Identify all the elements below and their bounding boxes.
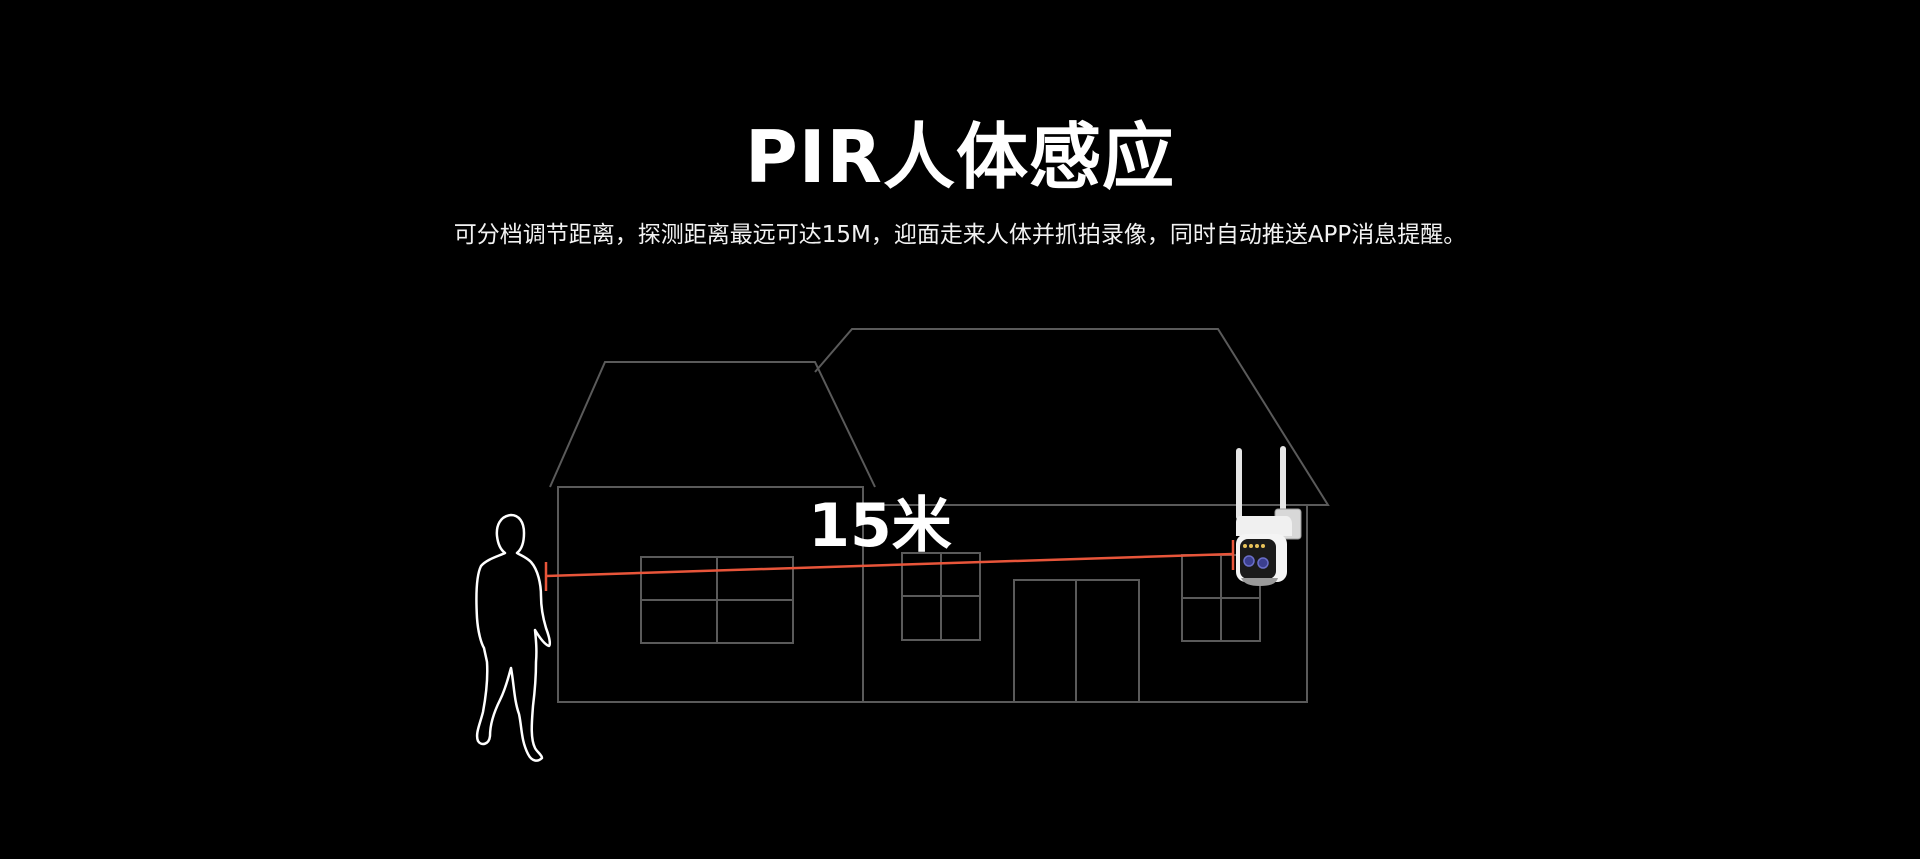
measure-line bbox=[544, 540, 1235, 591]
house-outline-icon bbox=[549, 328, 1330, 703]
page-title: PIR人体感应 bbox=[744, 115, 1175, 199]
house-left-wall bbox=[557, 486, 864, 703]
security-camera-icon bbox=[1236, 446, 1302, 586]
house-left-roof bbox=[549, 361, 876, 488]
house-right-roof bbox=[814, 328, 1330, 506]
page-subtitle: 可分档调节距离，探测距离最远可达15M，迎面走来人体并抓拍录像，同时自动推送AP… bbox=[453, 222, 1467, 248]
person-silhouette-icon bbox=[475, 513, 552, 762]
distance-label: 15米 bbox=[808, 491, 952, 561]
